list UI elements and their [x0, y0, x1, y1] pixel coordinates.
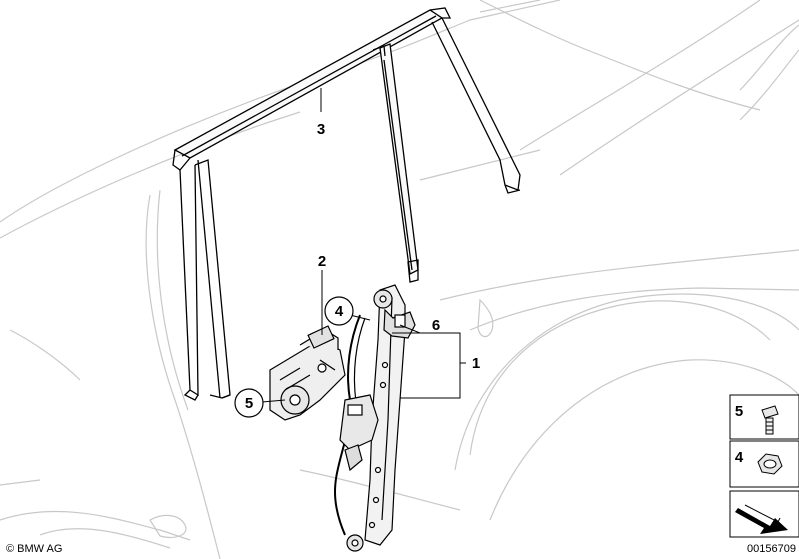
callout-1: 1 [472, 355, 480, 372]
window-motor-part-2 [269, 325, 346, 421]
bolt-icon [761, 405, 779, 435]
window-channel-part-3 [172, 7, 521, 401]
callout-3: 3 [317, 121, 325, 138]
legend-number-5: 5 [735, 403, 743, 420]
legend-panel: 5 4 [729, 394, 799, 538]
callout-6: 6 [432, 317, 440, 334]
callout-5-circle [234, 388, 264, 418]
arrow-icon [735, 504, 788, 534]
callout-5: 5 [245, 395, 253, 412]
copyright-text: © BMW AG [6, 543, 62, 555]
callout-4: 4 [335, 303, 344, 320]
window-regulator-part-1 [334, 284, 416, 552]
legend-number-4: 4 [735, 449, 744, 466]
callouts: 3 2 4 5 6 1 [234, 121, 480, 418]
leader-lines [261, 88, 466, 403]
nut-icon [757, 453, 783, 475]
callout-4-circle [324, 296, 354, 326]
callout-2: 2 [318, 253, 326, 270]
legend-box-5 [729, 394, 799, 440]
image-code: 00156709 [747, 543, 796, 555]
